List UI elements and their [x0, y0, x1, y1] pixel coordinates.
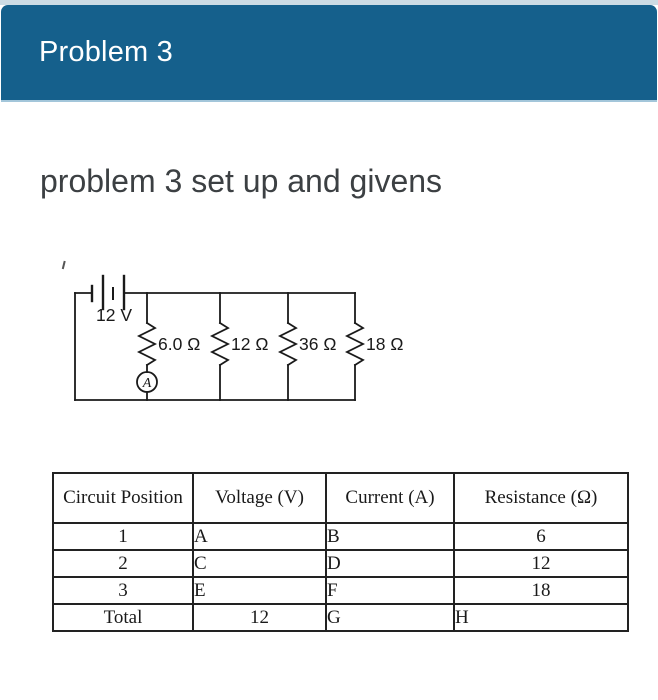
cell-voltage-1: A [192, 522, 327, 551]
resistor-branch-2 [209, 292, 231, 401]
cell-current-1: B [325, 522, 455, 551]
cell-current-total: G [325, 603, 455, 632]
resistor-branch-1 [136, 292, 158, 401]
cell-current-2: D [325, 549, 455, 578]
battery-voltage-label: 12 V [96, 305, 132, 325]
column-header-resistance: Resistance (Ω) [453, 472, 629, 524]
table-row-total: Total 12 G H [52, 603, 629, 632]
cell-position-2: 2 [52, 549, 194, 578]
problem-header: Problem 3 [1, 5, 657, 102]
table-header-row: Circuit Position Voltage (V) Current (A)… [52, 472, 629, 524]
resistor-branch-3 [277, 292, 299, 401]
battery-icon [90, 274, 126, 311]
cell-voltage-total: 12 [192, 603, 327, 632]
cell-resistance-3: 18 [453, 576, 629, 605]
resistor-1-label: 6.0 Ω [158, 334, 200, 354]
resistor-zigzag-2 [209, 321, 231, 367]
resistor-zigzag-4 [344, 321, 366, 367]
resistor-4-label: 18 Ω [366, 334, 403, 354]
resistor-2-label: 12 Ω [231, 334, 268, 354]
cell-voltage-3: E [192, 576, 327, 605]
problem-header-title: Problem 3 [39, 36, 173, 68]
tick-mark [61, 260, 66, 270]
resistor-zigzag-3 [277, 321, 299, 367]
givens-table: Circuit Position Voltage (V) Current (A)… [52, 472, 629, 632]
cell-current-3: F [325, 576, 455, 605]
circuit-diagram-svg: 12 V 6.0 Ω 12 Ω 36 Ω 18 Ω A [61, 260, 403, 401]
resistor-zigzag-1 [136, 321, 158, 367]
table-row: 1 A B 6 [52, 522, 629, 551]
resistor-branch-4 [344, 292, 366, 401]
question-title: problem 3 set up and givens [40, 163, 443, 199]
page-top-strip [0, 0, 658, 5]
cell-position-total: Total [52, 603, 194, 632]
cell-position-3: 3 [52, 576, 194, 605]
column-header-circuit-position: Circuit Position [52, 472, 194, 524]
cell-resistance-2: 12 [453, 549, 629, 578]
column-header-current: Current (A) [325, 472, 455, 524]
table-row: 2 C D 12 [52, 549, 629, 578]
cell-voltage-2: C [192, 549, 327, 578]
cell-resistance-total: H [453, 603, 629, 632]
cell-position-1: 1 [52, 522, 194, 551]
ammeter-letter: A [142, 376, 152, 391]
table-row: 3 E F 18 [52, 576, 629, 605]
cell-resistance-1: 6 [453, 522, 629, 551]
circuit-diagram: 12 V 6.0 Ω 12 Ω 36 Ω 18 Ω A [55, 256, 403, 418]
column-header-voltage: Voltage (V) [192, 472, 327, 524]
resistor-3-label: 36 Ω [299, 334, 336, 354]
